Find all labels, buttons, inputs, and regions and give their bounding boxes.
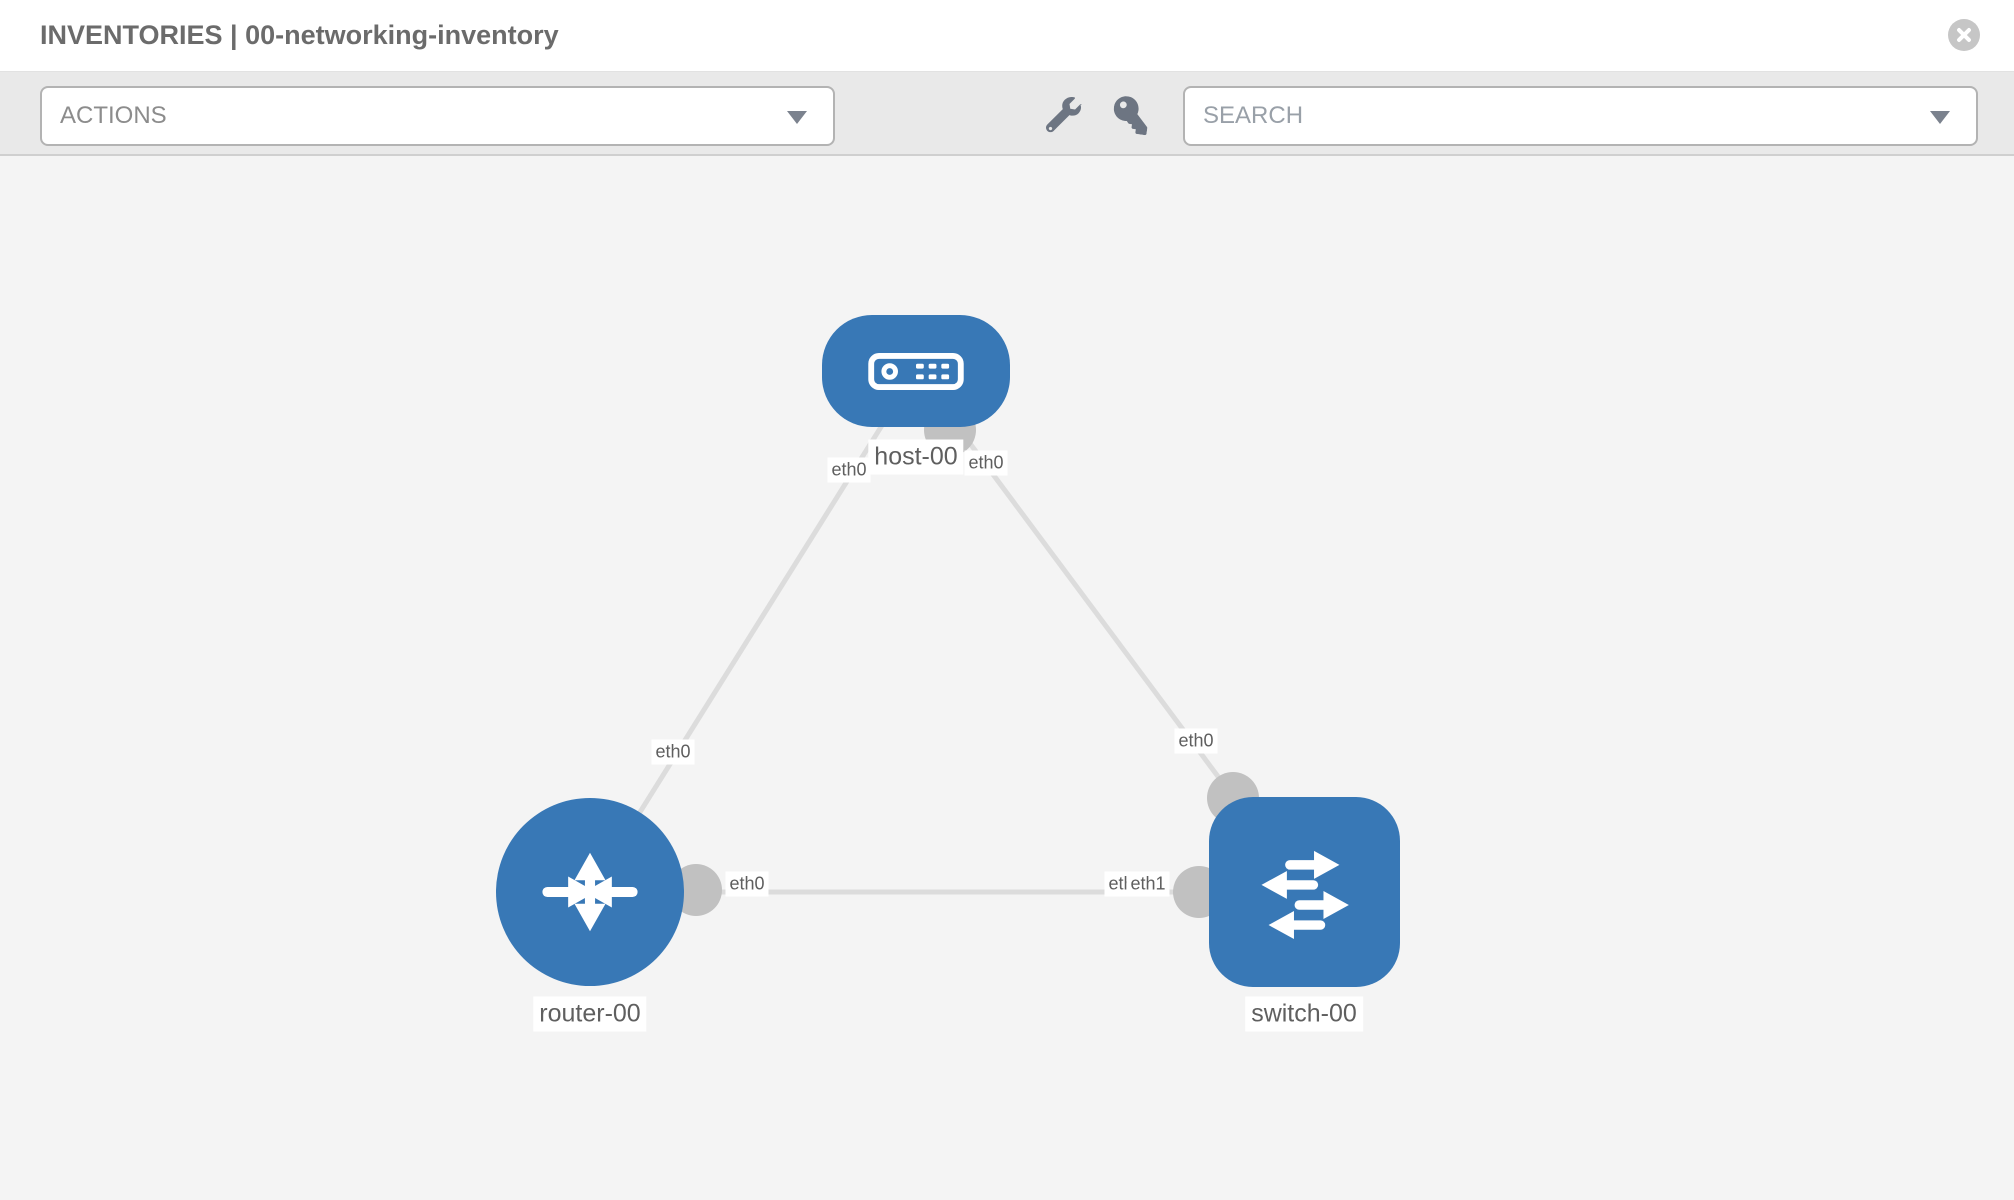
port-label: eth0 [725, 871, 769, 897]
close-icon[interactable] [1948, 19, 1980, 51]
page-title: INVENTORIES | 00-networking-inventory [40, 20, 559, 50]
key-icon[interactable] [1113, 96, 1149, 136]
wrench-icon[interactable] [1045, 96, 1082, 133]
node-switch-00[interactable] [1208, 797, 1400, 987]
search-dropdown[interactable]: SEARCH [1183, 86, 1978, 146]
port-label: eth0 [827, 457, 871, 483]
switch-arrows-icon [1245, 833, 1363, 951]
node-label: host-00 [868, 439, 964, 475]
node-router-00[interactable] [496, 798, 684, 986]
actions-dropdown-label: ACTIONS [60, 102, 167, 129]
node-label: router-00 [533, 996, 647, 1032]
actions-dropdown[interactable]: ACTIONS [40, 86, 835, 146]
server-icon [867, 352, 965, 390]
toolbar: ACTIONS SEARCH [0, 72, 2014, 156]
port-label: eth0 [1174, 728, 1218, 754]
port-label: eth1 [1126, 871, 1170, 897]
port-label: eth0 [964, 450, 1008, 476]
chevron-down-icon [787, 111, 807, 124]
router-arrows-icon [534, 836, 646, 948]
search-placeholder: SEARCH [1203, 102, 1304, 129]
chevron-down-icon [1930, 111, 1950, 124]
node-host-00[interactable] [822, 315, 1010, 427]
panel-header: INVENTORIES | 00-networking-inventory [0, 0, 2014, 72]
topology-canvas[interactable]: 130% − + eth0eth0eth0eth0eth0eth0eth1hos… [0, 156, 2014, 1200]
node-label: switch-00 [1245, 996, 1363, 1032]
links-layer [587, 369, 1307, 918]
port-label: eth0 [651, 739, 695, 765]
